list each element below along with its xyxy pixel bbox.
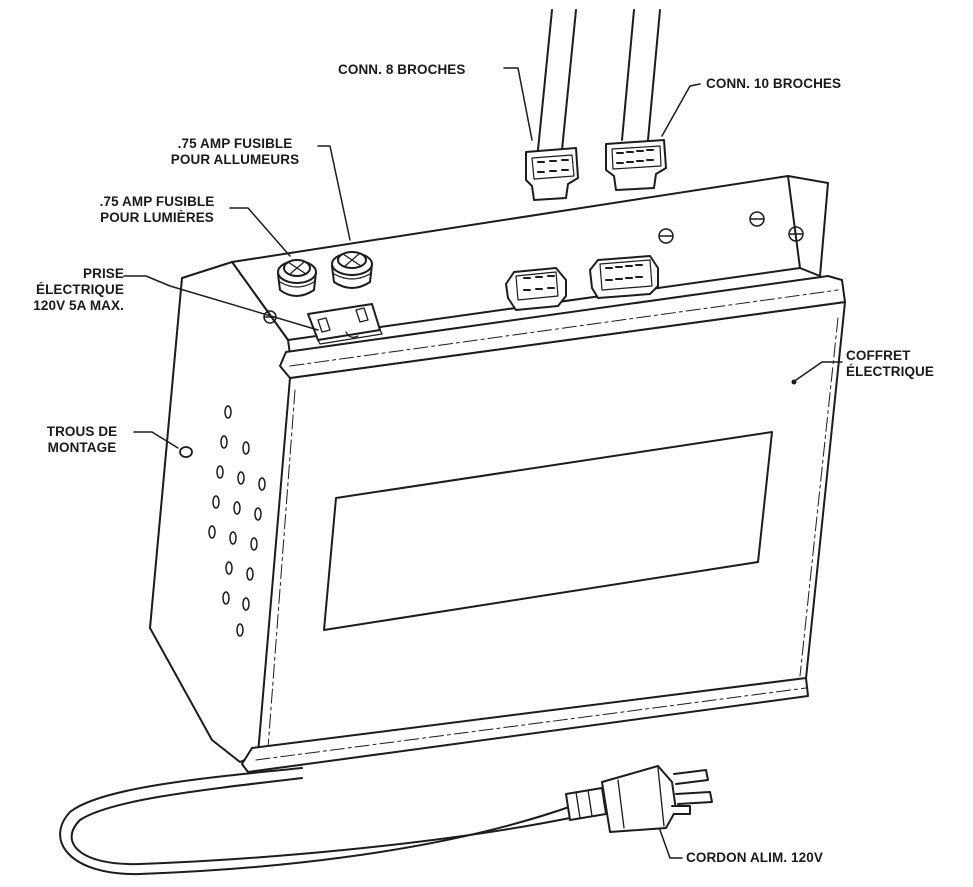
box-connector-8pin bbox=[505, 267, 567, 311]
power-cord bbox=[59, 765, 713, 876]
front-window bbox=[323, 431, 773, 631]
mounting-hole bbox=[179, 446, 193, 458]
label-fuse-lights: .75 AMP FUSIBLE POUR LUMIÈRES bbox=[99, 194, 215, 225]
top-lip bbox=[279, 275, 846, 379]
wire-connector-10pin bbox=[605, 139, 667, 191]
label-conn-10-pin: CONN. 10 BROCHES bbox=[706, 76, 842, 91]
fuse-holder-igniters bbox=[331, 251, 373, 289]
label-electrical-box: COFFRET ÉLECTRIQUE bbox=[846, 348, 935, 379]
connector-wires bbox=[537, 9, 661, 151]
label-outlet: PRISE ÉLECTRIQUE 120V 5A MAX. bbox=[33, 266, 124, 313]
label-power-cord: CORDON ALIM. 120V bbox=[686, 850, 823, 865]
ventilation-slots bbox=[208, 405, 266, 637]
leader-lines bbox=[123, 67, 843, 859]
outlet bbox=[307, 303, 383, 345]
box-connector-10pin bbox=[589, 255, 659, 299]
fuse-holder-lights bbox=[277, 259, 317, 297]
wire-connector-8pin bbox=[525, 147, 579, 201]
label-mounting-holes: TROUS DE MONTAGE bbox=[46, 424, 118, 455]
label-fuse-igniters: .75 AMP FUSIBLE POUR ALLUMEURS bbox=[170, 136, 300, 167]
label-conn-8-pin: CONN. 8 BROCHES bbox=[338, 62, 466, 77]
